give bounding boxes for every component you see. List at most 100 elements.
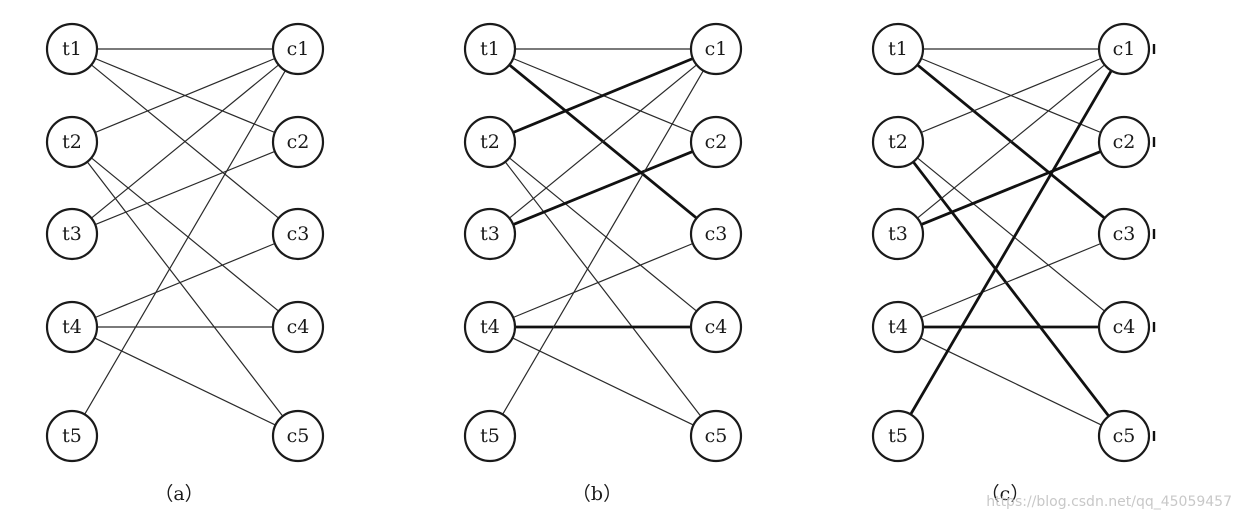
- edge-t3-c1: [916, 64, 1106, 219]
- node-label: t4: [62, 316, 82, 338]
- edge-t3-c2: [512, 150, 694, 226]
- node-t1: t1: [463, 22, 517, 76]
- node-c1: c1: [1097, 22, 1156, 76]
- edge-t2-c5: [86, 161, 284, 417]
- edge-t2-c1: [512, 57, 694, 134]
- node-c2: c2: [689, 115, 743, 169]
- node-circle: [271, 300, 325, 354]
- node-circle: [871, 207, 925, 261]
- edge-t2-c4: [508, 157, 698, 312]
- node-circle: [1097, 409, 1151, 463]
- node-c2: c2: [1097, 115, 1156, 169]
- node-circle: [1097, 22, 1151, 76]
- node-t2: t2: [871, 115, 925, 169]
- edge-t5-c1: [502, 70, 704, 415]
- node-label: c4: [705, 316, 728, 338]
- node-circle: [271, 409, 325, 463]
- node-circle: [271, 115, 325, 169]
- edge-t4-c3: [512, 242, 694, 319]
- edge-t2-c5: [912, 160, 1110, 418]
- node-circle: [45, 300, 99, 354]
- node-circle: [871, 22, 925, 76]
- node-label: t3: [480, 223, 500, 245]
- node-circle: [463, 207, 517, 261]
- edge-t2-c1: [920, 57, 1102, 134]
- node-c1: c1: [271, 22, 325, 76]
- node-c5: c5: [271, 409, 325, 463]
- edge-t2-c4: [916, 157, 1106, 312]
- node-c3: c3: [689, 207, 743, 261]
- edge-t4-c3: [94, 242, 276, 319]
- edge-t4-c5: [920, 337, 1102, 426]
- node-circle: [689, 300, 743, 354]
- node-label: t4: [480, 316, 500, 338]
- node-circle: [1097, 207, 1151, 261]
- node-label: c3: [1113, 223, 1136, 245]
- node-t4: t4: [871, 300, 925, 354]
- node-c5: c5: [1097, 409, 1156, 463]
- watermark-text: https://blog.csdn.net/qq_45059457: [986, 494, 1232, 510]
- node-c3: c3: [271, 207, 325, 261]
- edge-t4-c5: [512, 337, 694, 426]
- edge-t3-c1: [508, 64, 698, 219]
- node-circle: [463, 22, 517, 76]
- panel-1: t1 t2 t3 t4 t5 c1 c2 c3 c4 c5 （b）: [463, 22, 743, 505]
- node-label: c5: [1113, 425, 1136, 447]
- edge-t5-c1: [84, 70, 286, 415]
- edge-t4-c5: [94, 337, 276, 426]
- node-label: c3: [287, 223, 310, 245]
- edge-t3-c2: [94, 150, 276, 226]
- node-c4: c4: [689, 300, 743, 354]
- node-circle: [271, 22, 325, 76]
- edge-t5-c1: [909, 69, 1113, 416]
- node-label: c2: [705, 131, 728, 153]
- node-label: t5: [888, 425, 908, 447]
- node-circle: [45, 115, 99, 169]
- edge-t2-c4: [90, 157, 280, 312]
- node-label: c2: [1113, 131, 1136, 153]
- node-c5: c5: [689, 409, 743, 463]
- panel-0: t1 t2 t3 t4 t5 c1 c2 c3 c4 c5 （a）: [45, 22, 325, 505]
- node-circle: [1097, 300, 1151, 354]
- node-label: t3: [888, 223, 908, 245]
- node-label: t1: [480, 38, 500, 60]
- node-label: t3: [62, 223, 82, 245]
- node-label: c1: [705, 38, 728, 60]
- node-t4: t4: [463, 300, 517, 354]
- edge-t2-c1: [94, 57, 276, 134]
- node-circle: [463, 115, 517, 169]
- node-label: t1: [62, 38, 82, 60]
- node-t4: t4: [45, 300, 99, 354]
- edge-t4-c3: [920, 242, 1102, 319]
- node-label: t2: [888, 131, 908, 153]
- node-circle: [871, 115, 925, 169]
- node-c3: c3: [1097, 207, 1156, 261]
- node-label: c1: [1113, 38, 1136, 60]
- panel-caption: （b）: [572, 483, 622, 505]
- node-t5: t5: [45, 409, 99, 463]
- node-label: c3: [705, 223, 728, 245]
- node-label: c5: [287, 425, 310, 447]
- node-circle: [45, 409, 99, 463]
- node-circle: [871, 409, 925, 463]
- node-t2: t2: [463, 115, 517, 169]
- node-t5: t5: [463, 409, 517, 463]
- node-label: t2: [62, 131, 82, 153]
- node-label: c1: [287, 38, 310, 60]
- node-c2: c2: [271, 115, 325, 169]
- node-circle: [45, 22, 99, 76]
- node-circle: [463, 300, 517, 354]
- node-label: t4: [888, 316, 908, 338]
- node-circle: [871, 300, 925, 354]
- node-t5: t5: [871, 409, 925, 463]
- node-label: c2: [287, 131, 310, 153]
- edge-t3-c1: [90, 64, 280, 219]
- panel-caption: （a）: [154, 483, 203, 505]
- node-circle: [689, 115, 743, 169]
- node-c1: c1: [689, 22, 743, 76]
- node-label: c5: [705, 425, 728, 447]
- node-circle: [689, 409, 743, 463]
- node-label: t5: [480, 425, 500, 447]
- node-c4: c4: [271, 300, 325, 354]
